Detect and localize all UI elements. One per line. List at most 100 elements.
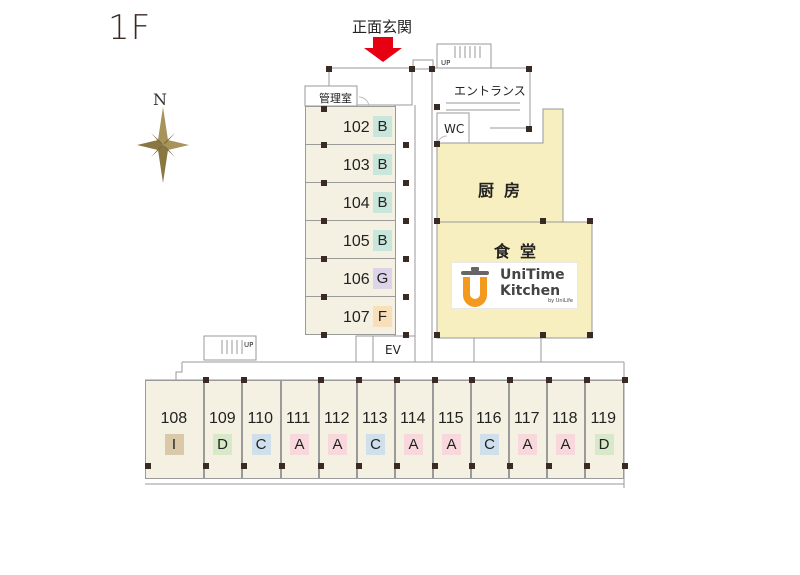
column-marker [321, 142, 327, 148]
room-type-badge: F [373, 306, 392, 327]
room-119 [585, 380, 624, 479]
column-marker [409, 66, 415, 72]
room-type-badge: C [480, 434, 499, 455]
column-marker [546, 377, 552, 383]
column-marker [622, 377, 628, 383]
column-marker [403, 256, 409, 262]
room-type-badge: A [556, 434, 575, 455]
room-109 [204, 380, 242, 479]
room-type-badge: B [373, 116, 392, 137]
room-number: 102 [343, 119, 370, 136]
entrance-hall-label: エントランス [454, 84, 526, 98]
room-number: 114 [400, 410, 426, 427]
room-type-badge: A [442, 434, 461, 455]
room-type-badge: A [404, 434, 423, 455]
room-type-badge: A [290, 434, 309, 455]
column-marker [432, 377, 438, 383]
room-number: 110 [247, 410, 274, 427]
room-type-badge: G [373, 268, 392, 289]
room-113 [357, 380, 395, 479]
room-number: 115 [438, 410, 464, 427]
column-marker [394, 377, 400, 383]
column-marker [507, 463, 513, 469]
column-marker [403, 180, 409, 186]
column-marker [241, 463, 247, 469]
room-number: 104 [343, 195, 370, 212]
column-marker [403, 294, 409, 300]
room-111 [281, 380, 319, 479]
column-marker [321, 180, 327, 186]
column-marker [279, 463, 285, 469]
room-number: 112 [324, 410, 350, 427]
room-112 [319, 380, 357, 479]
column-marker [434, 332, 440, 338]
main-entrance-label: 正面玄関 [352, 18, 413, 36]
column-marker [434, 218, 440, 224]
column-marker [403, 218, 409, 224]
room-number: 108 [160, 410, 188, 427]
room-type-badge: D [594, 434, 614, 455]
room-110 [242, 380, 281, 479]
room-118 [547, 380, 585, 479]
column-marker [318, 463, 324, 469]
column-marker [321, 256, 327, 262]
room-type-badge: C [366, 434, 385, 455]
column-marker [432, 463, 438, 469]
room-type-badge: C [251, 434, 271, 455]
ev-label: EV [385, 343, 401, 357]
column-marker [622, 463, 628, 469]
room-number: 119 [590, 410, 617, 427]
room-108 [145, 380, 204, 479]
column-marker [587, 332, 593, 338]
pot-icon [461, 267, 489, 307]
column-marker [540, 332, 546, 338]
room-number: 109 [209, 410, 236, 427]
column-marker [356, 377, 362, 383]
room-number: 107 [343, 309, 370, 326]
room-type-badge: I [164, 434, 184, 455]
room-type-badge: B [373, 192, 392, 213]
logo-line-2: Kitchen [500, 283, 561, 299]
column-marker [403, 142, 409, 148]
column-marker [203, 463, 209, 469]
column-marker [429, 66, 435, 72]
room-number: 111 [286, 410, 311, 427]
unitime-kitchen-logo: UniTime Kitchen by UniLife [451, 262, 578, 309]
stairs-up-label-top: UP [441, 59, 451, 67]
room-type-badge: B [373, 230, 392, 251]
room-number: 116 [476, 410, 502, 427]
north-label: N [153, 90, 167, 109]
room-number: 106 [343, 271, 370, 288]
dining-label: 食堂 [494, 242, 547, 261]
column-marker [321, 332, 327, 338]
room-number: 103 [343, 157, 370, 174]
column-marker [321, 294, 327, 300]
floor-label: 1F [108, 8, 152, 48]
manager-room-label: 管理室 [319, 92, 352, 105]
column-marker [321, 218, 327, 224]
wc-label: WC [444, 122, 465, 136]
column-marker [546, 463, 552, 469]
column-marker [356, 463, 362, 469]
column-marker [241, 377, 247, 383]
column-marker [326, 66, 332, 72]
room-type-badge: A [518, 434, 537, 455]
room-117 [509, 380, 547, 479]
column-marker [507, 377, 513, 383]
room-number: 105 [343, 233, 370, 250]
column-marker [403, 332, 409, 338]
column-marker [540, 218, 546, 224]
logo-byline: by UniLife [548, 298, 573, 304]
column-marker [526, 126, 532, 132]
column-marker [318, 377, 324, 383]
column-marker [321, 106, 327, 112]
room-type-badge: A [328, 434, 347, 455]
room-number: 117 [514, 410, 540, 427]
column-marker [469, 463, 475, 469]
room-114 [395, 380, 433, 479]
kitchen-label: 厨房 [478, 181, 531, 200]
column-marker [434, 141, 440, 147]
column-marker [584, 377, 590, 383]
column-marker [526, 66, 532, 72]
